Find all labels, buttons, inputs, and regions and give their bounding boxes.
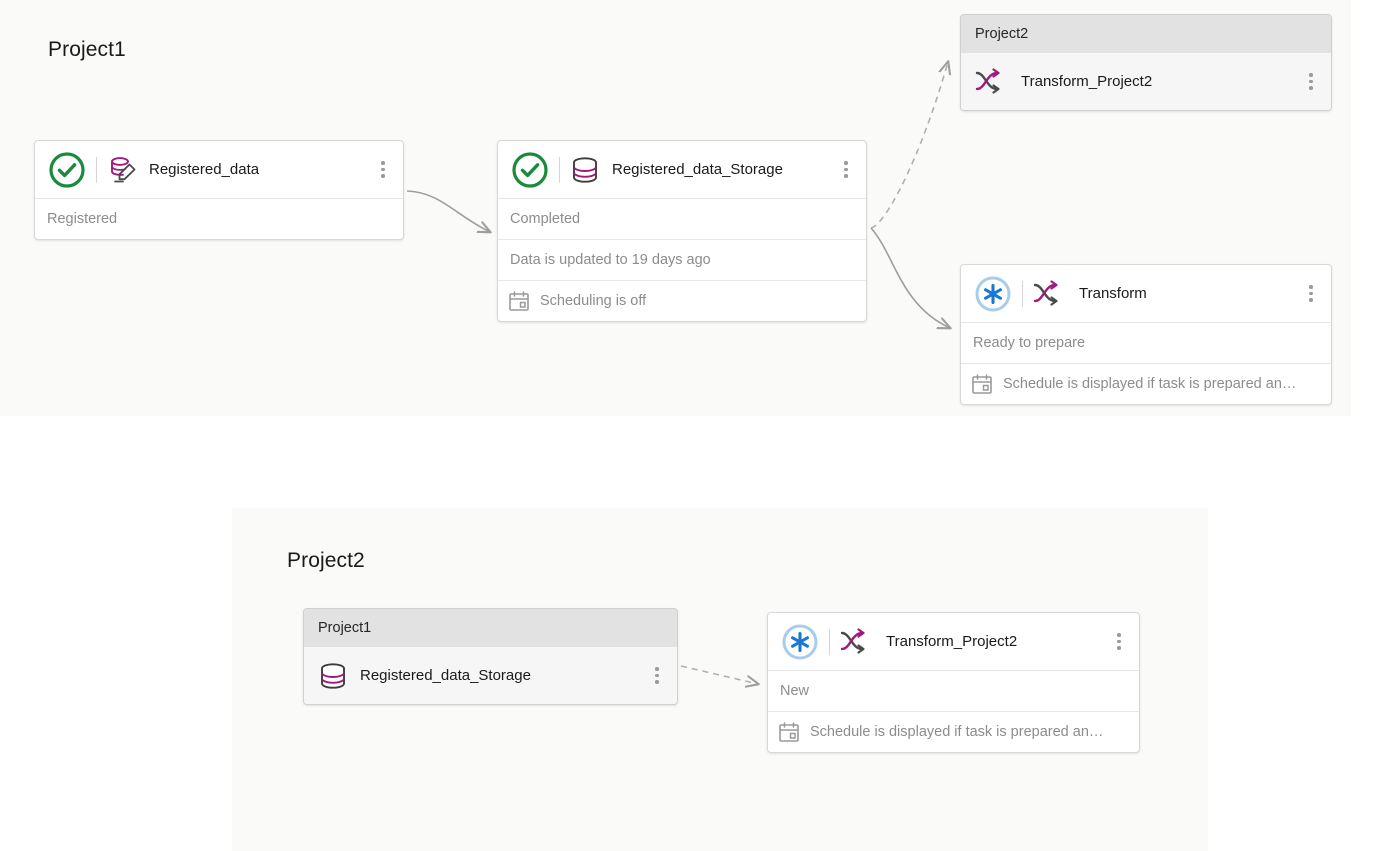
node-title: Registered_data_Storage [612,161,783,178]
header-divider [1022,280,1023,307]
node-status-text: New [780,683,810,699]
calendar-icon [778,721,800,743]
database-edit-icon [107,155,139,185]
node-title: Transform_Project2 [1021,73,1153,90]
header-divider [559,156,560,183]
node-schedule-text: Scheduling is off [540,293,647,309]
group-card-project1[interactable]: Project1 Registered_data_Storage [303,608,678,705]
asterisk-circle-icon [973,274,1013,314]
node-status-text: Ready to prepare [973,335,1086,351]
asterisk-circle-icon [780,622,820,662]
group-card-label: Project1 [318,620,372,636]
node-status-row: Registered [35,198,403,239]
kebab-menu-icon[interactable] [649,666,665,686]
transform-icon [1033,279,1067,308]
kebab-menu-icon[interactable] [1303,284,1319,304]
node-title: Registered_data_Storage [360,667,531,684]
node-header: Transform_Project2 [768,613,1139,670]
node-schedule-row: Schedule is displayed if task is prepare… [961,363,1331,404]
kebab-menu-icon[interactable] [838,160,854,180]
node-update-text: Data is updated to 19 days ago [510,252,711,268]
calendar-icon [508,290,530,312]
kebab-menu-icon[interactable] [1303,72,1319,92]
group-card-header: Project2 [961,15,1331,53]
node-card-registered-data-storage[interactable]: Registered_data_Storage Completed Data i… [497,140,867,322]
check-circle-icon [47,150,87,190]
node-title: Registered_data [149,161,260,178]
node-status-text: Registered [47,211,118,227]
node-schedule-text: Schedule is displayed if task is prepare… [1003,376,1297,392]
node-title: Transform_Project2 [886,633,1018,650]
transform-icon [975,67,1009,96]
node-card-transform-project2[interactable]: Transform_Project2 New Schedule is displ… [767,612,1140,753]
header-divider [829,628,830,655]
node-schedule-row: Schedule is displayed if task is prepare… [768,711,1139,752]
header-divider [96,156,97,183]
node-title: Transform [1079,285,1147,302]
node-schedule-text: Schedule is displayed if task is prepare… [810,724,1104,740]
node-status-row: Ready to prepare [961,322,1331,363]
check-circle-icon [510,150,550,190]
kebab-menu-icon[interactable] [375,160,391,180]
group-card-project2[interactable]: Project2 Transform_Project2 [960,14,1332,111]
node-card-registered-data[interactable]: Registered_data Registered [34,140,404,240]
group-card-body: Transform_Project2 [961,53,1331,110]
group-card-header: Project1 [304,609,677,647]
group-card-body: Registered_data_Storage [304,647,677,704]
node-card-transform[interactable]: Transform Ready to prepare Schedule is d… [960,264,1332,405]
node-header: Registered_data [35,141,403,198]
calendar-icon [971,373,993,395]
node-header: Transform [961,265,1331,322]
node-status-text: Completed [510,211,581,227]
node-status-row: Completed [498,198,866,239]
group-card-label: Project2 [975,26,1029,42]
node-status-row: New [768,670,1139,711]
panel-title-project1: Project1 [48,38,126,61]
node-header: Registered_data_Storage [498,141,866,198]
database-icon [570,155,600,185]
kebab-menu-icon[interactable] [1111,632,1127,652]
transform-icon [840,627,874,656]
node-update-row: Data is updated to 19 days ago [498,239,866,280]
panel-title-project2: Project2 [287,549,365,572]
node-schedule-row: Scheduling is off [498,280,866,321]
database-icon [318,661,348,691]
